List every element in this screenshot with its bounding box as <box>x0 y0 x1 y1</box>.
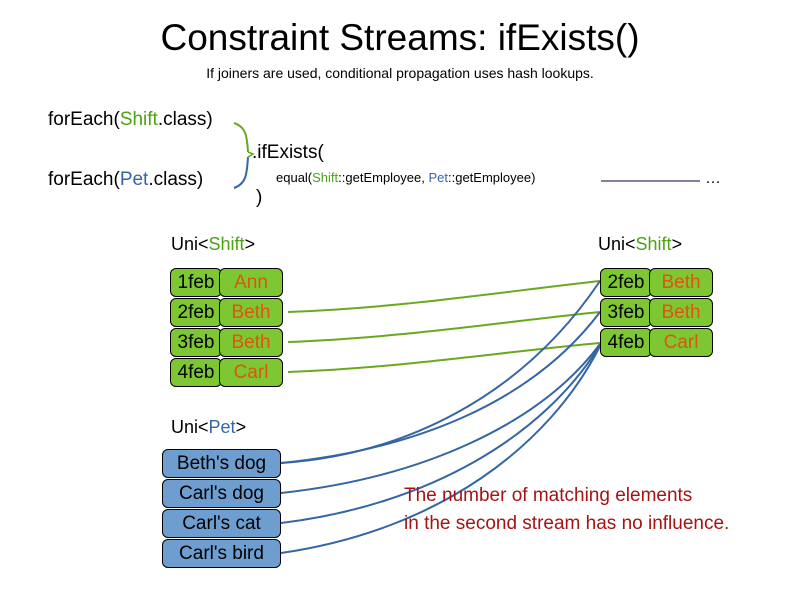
list-item[interactable]: Carl's cat <box>162 509 281 538</box>
code-class-pet: Pet <box>119 169 149 190</box>
page-subtitle: If joiners are used, conditional propaga… <box>206 65 594 81</box>
cell-key: 1feb <box>170 268 222 297</box>
table-row[interactable]: 4feb Carl <box>170 358 283 387</box>
label-generic-type: Shift <box>635 234 672 254</box>
code-ref-pet: Pet <box>428 170 448 185</box>
label-text: > <box>244 234 256 254</box>
wire-pet-carls-dog <box>280 343 601 494</box>
table-row[interactable]: 4feb Carl <box>600 328 713 357</box>
annotation-note: The number of matching elements in the s… <box>404 482 729 537</box>
code-close-paren: ) <box>256 187 263 208</box>
cell-value: Beth <box>219 298 283 327</box>
code-text: forEach( <box>48 169 120 190</box>
cell-value: Carl's bird <box>162 539 281 568</box>
cell-value: Carl <box>219 358 283 387</box>
list-item[interactable]: Beth's dog <box>162 449 281 478</box>
code-text: .class) <box>157 109 213 130</box>
wire-shift-4feb <box>287 342 601 373</box>
code-ifexists: .ifExists( <box>252 142 324 163</box>
list-item[interactable]: Carl's bird <box>162 539 281 568</box>
label-right-uni-shift: Uni<Shift> <box>598 235 682 253</box>
page-title: Constraint Streams: ifExists() <box>160 17 640 58</box>
wire-shift-3feb <box>287 311 601 343</box>
cell-value: Carl <box>649 328 713 357</box>
cell-key: 4feb <box>170 358 222 387</box>
code-text: ::getEmployee, <box>338 170 429 185</box>
wire-pet-beths-dog-b <box>280 311 601 464</box>
cell-value: Beth's dog <box>162 449 281 478</box>
label-text: > <box>235 417 247 437</box>
table-row[interactable]: 2feb Beth <box>600 268 713 297</box>
label-text: Uni< <box>171 234 209 254</box>
code-equal-joiner: equal(Shift::getEmployee, Pet::getEmploy… <box>276 171 535 184</box>
cell-key: 4feb <box>600 328 652 357</box>
label-generic-type: Pet <box>208 417 236 437</box>
brace-blue-stroke <box>233 156 249 189</box>
code-text: forEach( <box>48 109 120 130</box>
cell-value: Ann <box>219 268 283 297</box>
cell-key: 2feb <box>600 268 652 297</box>
table-row[interactable]: 3feb Beth <box>600 298 713 327</box>
code-text: ::getEmployee) <box>448 170 536 185</box>
cell-key: 2feb <box>170 298 222 327</box>
code-foreach-pet: forEach(Pet.class) <box>48 170 203 189</box>
code-ellipsis: … <box>705 170 721 187</box>
annotation-line-2: in the second stream has no influence. <box>404 512 730 534</box>
label-generic-type: Shift <box>208 234 245 254</box>
label-text: Uni< <box>598 234 636 254</box>
code-foreach-shift: forEach(Shift.class) <box>48 110 213 129</box>
wire-shift-2feb <box>287 280 601 313</box>
table-row[interactable]: 1feb Ann <box>170 268 283 297</box>
label-left-uni-shift: Uni<Shift> <box>171 235 255 253</box>
cell-value: Beth <box>649 298 713 327</box>
cell-value: Carl's cat <box>162 509 281 538</box>
label-text: Uni< <box>171 417 209 437</box>
wire-pet-beths-dog-a <box>280 280 601 464</box>
cell-value: Carl's dog <box>162 479 281 508</box>
cell-value: Beth <box>219 328 283 357</box>
brace-green-stroke <box>233 122 249 153</box>
code-text: equal( <box>276 170 313 185</box>
annotation-line-1: The number of matching elements <box>404 485 693 506</box>
label-uni-pet: Uni<Pet> <box>171 418 246 436</box>
table-row[interactable]: 2feb Beth <box>170 298 283 327</box>
label-text: > <box>671 234 683 254</box>
code-text: .class) <box>148 169 204 190</box>
cell-value: Beth <box>649 268 713 297</box>
table-row[interactable]: 3feb Beth <box>170 328 283 357</box>
cell-key: 3feb <box>600 298 652 327</box>
list-item[interactable]: Carl's dog <box>162 479 281 508</box>
cell-key: 3feb <box>170 328 222 357</box>
code-ref-shift: Shift <box>312 170 339 185</box>
code-class-shift: Shift <box>119 109 158 130</box>
